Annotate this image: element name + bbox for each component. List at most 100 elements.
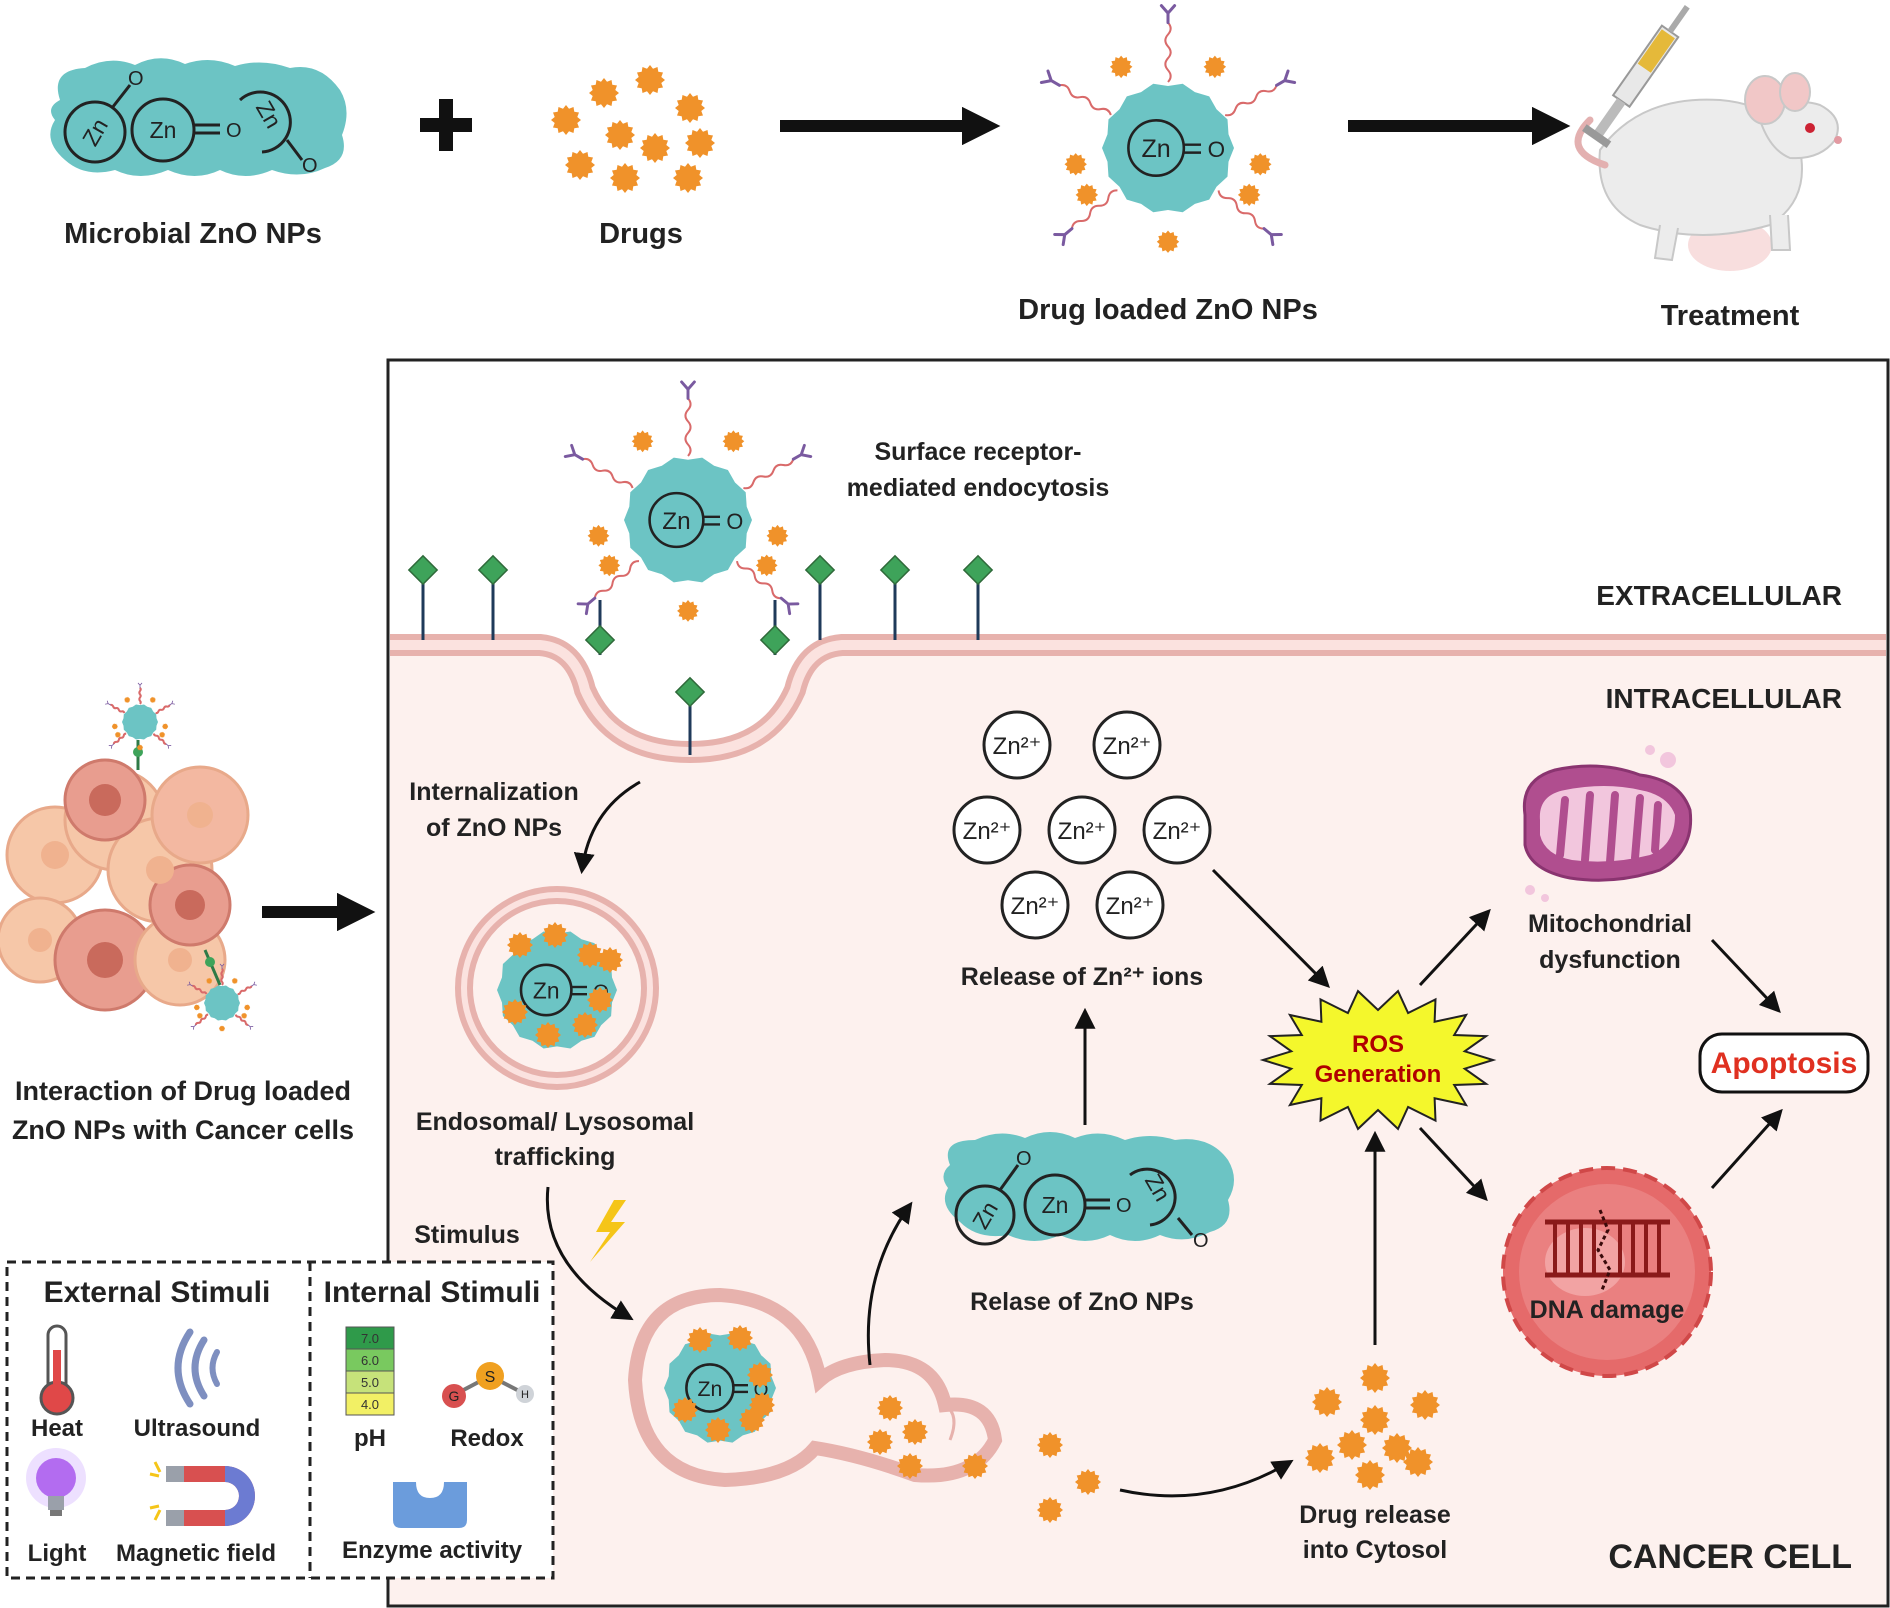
- drug-particle: [1312, 1387, 1342, 1417]
- zn-label: Zn: [1042, 1192, 1069, 1218]
- ph-value: 7.0: [361, 1331, 379, 1346]
- drug-particle: [1203, 55, 1227, 79]
- antibody-icon: [680, 380, 696, 400]
- drug-particle: [727, 1325, 753, 1351]
- drug-particle: [244, 1004, 251, 1011]
- zn-ion: [952, 795, 1022, 865]
- drug-particle: [635, 65, 665, 95]
- zno-core: [122, 704, 158, 740]
- antibody-icon: [791, 443, 813, 461]
- drug-particle: [675, 93, 705, 123]
- drug-particle: [1237, 183, 1261, 207]
- o-label: O: [1208, 137, 1225, 162]
- zn-label: Zn: [1141, 135, 1170, 163]
- zn-ion-label: Zn²⁺: [1106, 893, 1155, 920]
- antibody-icon: [169, 700, 175, 706]
- receptor-head: [879, 554, 911, 586]
- drugs-label: Drugs: [599, 218, 683, 250]
- drug-particle: [962, 1453, 988, 1479]
- microbial-zno-label: Microbial ZnO NPs: [64, 218, 322, 250]
- internalization-label-line2: of ZnO NPs: [426, 814, 562, 842]
- redox-h: H: [521, 1389, 529, 1401]
- redox-label: Redox: [450, 1425, 524, 1452]
- zno-core: [624, 457, 752, 583]
- drug-particle: [542, 922, 568, 948]
- zn-ion-label: Zn²⁺: [1011, 893, 1060, 920]
- endosomal-label-line2: trafficking: [495, 1143, 616, 1171]
- zno-release-label: Relase of ZnO NPs: [970, 1288, 1194, 1316]
- drug-particle: [507, 932, 533, 958]
- drug-particle: [231, 977, 238, 984]
- interaction-label-line2: ZnO NPs with Cancer cells: [12, 1115, 354, 1145]
- drug-particle: [589, 78, 619, 108]
- ultrasound-label: Ultrasound: [134, 1415, 261, 1442]
- small-drug-loaded-np: [105, 682, 175, 751]
- antibody-icon: [1039, 69, 1061, 87]
- antibody-icon: [247, 1024, 254, 1030]
- stimuli-legend-box: [5, 1260, 555, 1580]
- intracellular-label: INTRACELLULAR: [1606, 683, 1842, 714]
- redox-molecule-icon: [442, 1362, 534, 1408]
- internalization-label-line1: Internalization: [409, 778, 578, 806]
- interaction-label-line1: Interaction of Drug loaded: [15, 1076, 351, 1106]
- o-label: O: [1193, 1230, 1209, 1252]
- antibody-icon: [137, 682, 143, 689]
- zn-label: Zn: [533, 977, 560, 1003]
- arrow-to-zno-release: [866, 1201, 913, 1366]
- drug-particle: [755, 554, 778, 577]
- cancer-cell-label: CANCER CELL: [1608, 1538, 1852, 1576]
- drug-particle: [897, 1453, 923, 1479]
- endosomal-label-line1: Endosomal/ Lysosomal: [416, 1108, 694, 1136]
- drug-particle: [577, 942, 603, 968]
- dna-damage-cell: [1501, 1166, 1713, 1378]
- dna-damage-label: DNA damage: [1530, 1296, 1685, 1324]
- small-drug-loaded-np: [187, 963, 257, 1032]
- drug-particle: [867, 1429, 893, 1455]
- drug-particle: [722, 430, 745, 453]
- receptor-head: [674, 676, 706, 708]
- drug-particle: [551, 105, 581, 135]
- magnetic-field-label: Magnetic field: [116, 1540, 276, 1567]
- drug-particle: [685, 128, 715, 158]
- arrow-ros-to-mito: [1418, 908, 1491, 987]
- drug-particle: [241, 1012, 248, 1019]
- drug-particle: [902, 1419, 928, 1445]
- drug-particle: [587, 524, 610, 547]
- drug-particle: [136, 744, 144, 751]
- drug-particle: [598, 554, 621, 577]
- zn-ion: [1092, 710, 1162, 780]
- ros-label-line2: Generation: [1315, 1061, 1442, 1088]
- mouse-treatment-illustration: [1574, 5, 1842, 271]
- ph-scale-icon: [345, 1326, 395, 1416]
- zn-label: Zn: [698, 1377, 723, 1401]
- enzyme-activity-label: Enzyme activity: [342, 1537, 523, 1564]
- ph-value: 5.0: [361, 1375, 379, 1390]
- zn-ion-label: Zn²⁺: [1103, 733, 1152, 760]
- drug-particle: [747, 1362, 773, 1388]
- antibody-icon: [219, 963, 225, 970]
- o-label: O: [1016, 1148, 1032, 1170]
- o-label: O: [302, 155, 318, 177]
- drug-particle: [587, 987, 613, 1013]
- antibody-icon: [108, 743, 115, 749]
- internal-stimuli-title: Internal Stimuli: [324, 1276, 541, 1309]
- antibody-icon: [576, 596, 597, 616]
- zn-ion-release-label: Release of Zn²⁺ ions: [961, 963, 1203, 991]
- antibody-icon: [1053, 227, 1074, 247]
- zn-label: Zn: [150, 117, 177, 143]
- drug-particle: [1075, 1469, 1101, 1495]
- receptor-head: [477, 554, 509, 586]
- light-label: Light: [28, 1540, 87, 1567]
- zn-ion-label: Zn²⁺: [993, 733, 1042, 760]
- drug-particle: [502, 999, 528, 1025]
- zno-core: [204, 985, 240, 1021]
- antibody-icon: [251, 981, 257, 987]
- ros-label-line1: ROS: [1352, 1031, 1404, 1058]
- drug-particle: [1337, 1430, 1367, 1460]
- drug-particle: [1382, 1433, 1412, 1463]
- cytosol-drug-cluster: [1305, 1363, 1440, 1490]
- drug-particle: [1355, 1460, 1385, 1490]
- released-zno-np-cluster: Zn O Zn O Zn O: [943, 1132, 1234, 1252]
- light-bulb-icon: [26, 1448, 86, 1516]
